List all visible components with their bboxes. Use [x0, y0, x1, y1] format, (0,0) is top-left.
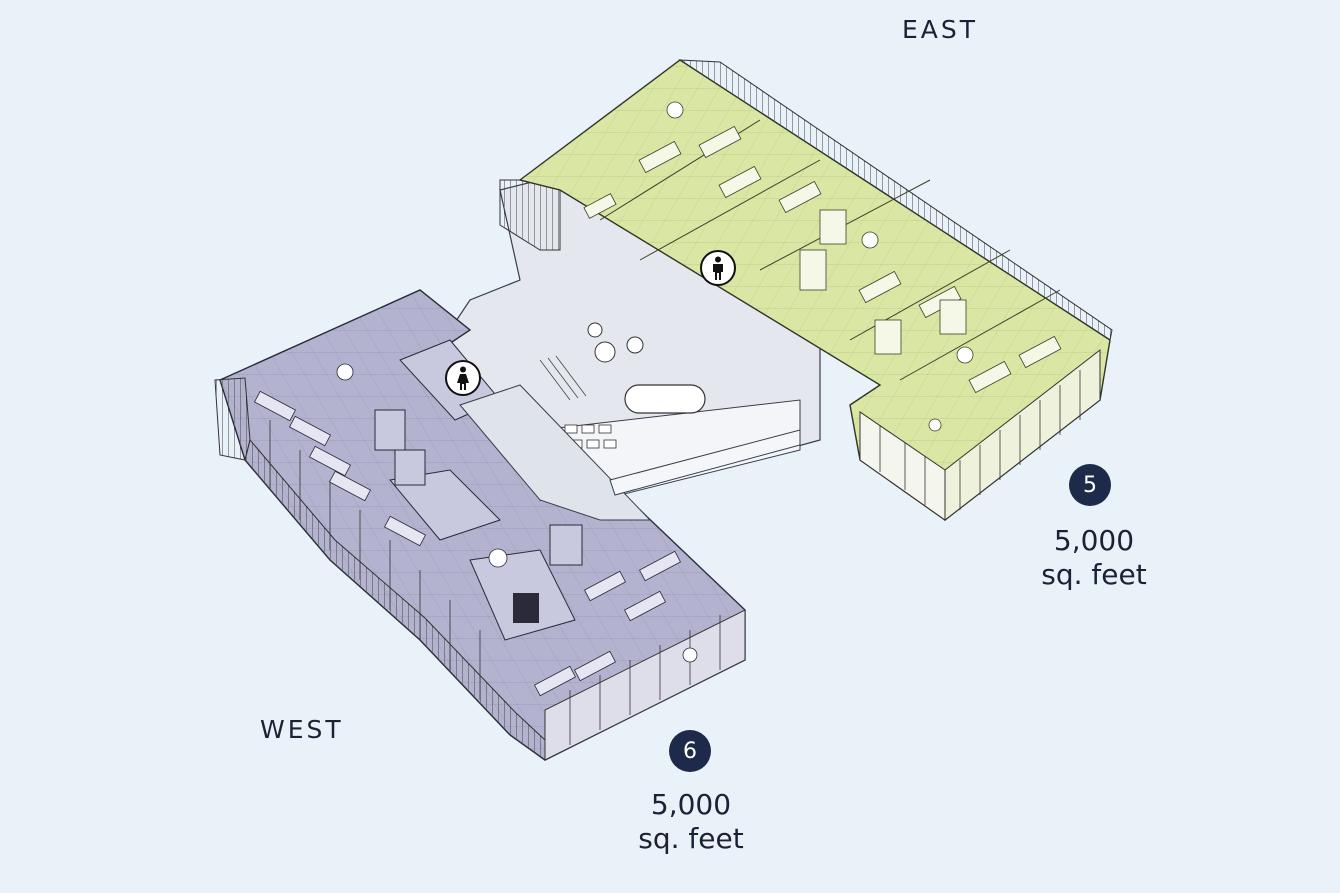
- east-wing: [499, 59, 1113, 522]
- east-area-info: 5,000 sq. feet: [994, 524, 1194, 592]
- male-restroom-icon: [700, 250, 736, 286]
- connector-corridor: [459, 384, 801, 521]
- west-area-unit: sq. feet: [638, 822, 744, 855]
- west-wing-label: WEST: [260, 715, 344, 744]
- east-area-unit: sq. feet: [1041, 558, 1147, 591]
- east-floor-badge: 5: [1069, 464, 1111, 506]
- west-floor-badge: 6: [669, 730, 711, 772]
- west-area-info: 5,000 sq. feet: [591, 788, 791, 856]
- west-area-value: 5,000: [650, 788, 732, 821]
- east-wing-label: EAST: [902, 15, 979, 44]
- west-wing: [214, 289, 746, 761]
- east-area-value: 5,000: [1053, 524, 1135, 557]
- female-restroom-icon: [445, 360, 481, 396]
